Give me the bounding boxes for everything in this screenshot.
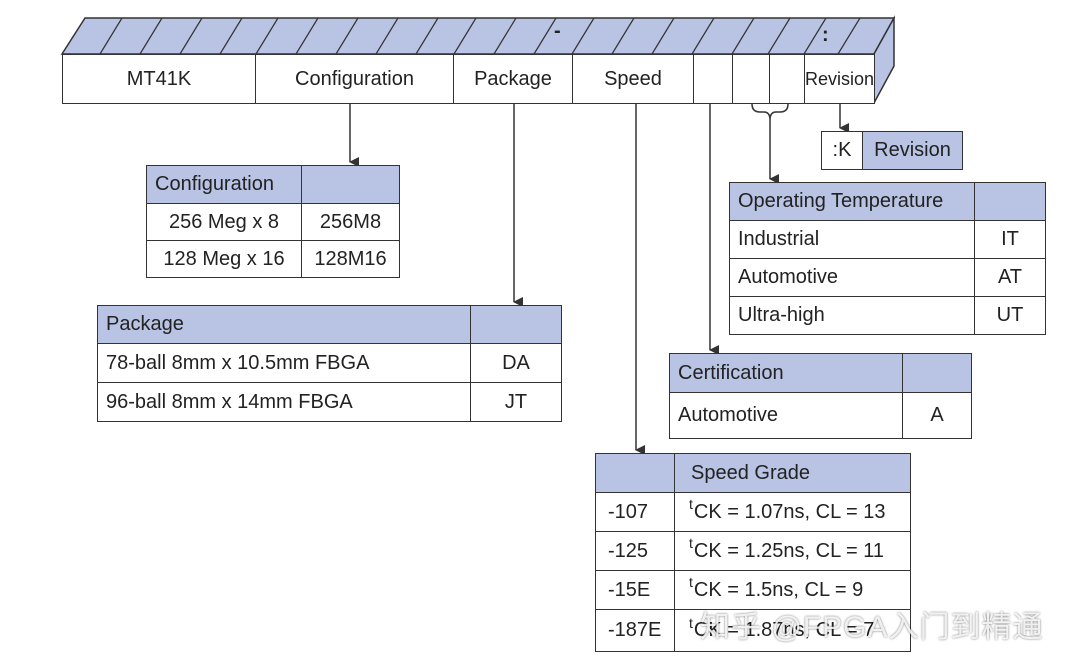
speed-row-t: t — [689, 535, 693, 551]
brace-icon — [751, 103, 789, 121]
package-row-desc: 78-ball 8mm x 10.5mm FBGA — [97, 343, 471, 383]
speed-row-spec-text: CK = 1.5ns, CL = 9 — [693, 578, 864, 601]
temperature-row-code: AT — [974, 258, 1046, 297]
speed-row-code: -107 — [595, 492, 675, 532]
part-dash: - — [554, 20, 561, 42]
part-bar-top — [60, 17, 896, 55]
watermark: 知乎 @FPGA入门到精通 — [700, 611, 1044, 644]
package-header-code — [470, 305, 562, 344]
temperature-header: Operating Temperature — [729, 182, 975, 221]
revision-code: :K — [821, 131, 863, 170]
speed-header-code — [595, 453, 675, 493]
speed-row-spec-text: CK = 1.07ns, CL = 13 — [693, 500, 886, 523]
part-colon: : — [822, 24, 829, 46]
configuration-header-code — [301, 165, 400, 204]
speed-row-spec-text: CK = 1.25ns, CL = 11 — [693, 539, 885, 562]
speed-row-code: -125 — [595, 531, 675, 571]
package-row-code: DA — [470, 343, 562, 383]
part-field-configuration: Configuration — [255, 54, 454, 104]
speed-row-t: t — [689, 496, 693, 512]
speed-row-code: -15E — [595, 570, 675, 610]
certification-row-code: A — [902, 392, 972, 439]
part-field-speed: Speed — [572, 54, 694, 104]
speed-row-spec-text: CK = 1.87ns, CL = 7 — [693, 619, 875, 641]
part-field-mt41k: MT41K — [62, 54, 256, 104]
part-bar-hatch — [99, 17, 861, 55]
part-field-temp-1 — [732, 54, 770, 104]
speed-row-t: t — [689, 574, 693, 590]
certification-row-desc: Automotive — [669, 392, 903, 439]
package-row-desc: 96-ball 8mm x 14mm FBGA — [97, 382, 471, 422]
configuration-row-desc: 128 Meg x 16 — [146, 240, 302, 278]
certification-header: Certification — [669, 353, 903, 393]
certification-header-code — [902, 353, 972, 393]
configuration-row-desc: 256 Meg x 8 — [146, 203, 302, 241]
package-header: Package — [97, 305, 471, 344]
temperature-row-desc: Industrial — [729, 220, 975, 259]
speed-header: Speed Grade — [674, 453, 911, 493]
part-field-revision: Revision — [804, 54, 875, 104]
part-field-package: Package — [453, 54, 573, 104]
package-row-code: JT — [470, 382, 562, 422]
revision-label: Revision — [862, 131, 963, 170]
speed-row-t: t — [689, 614, 693, 631]
temperature-header-code — [974, 182, 1046, 221]
part-field-certification — [693, 54, 733, 104]
speed-row-code: -187E — [595, 609, 675, 652]
temperature-row-code: IT — [974, 220, 1046, 259]
temperature-row-desc: Ultra-high — [729, 296, 975, 335]
temperature-row-code: UT — [974, 296, 1046, 335]
configuration-row-code: 256M8 — [301, 203, 400, 241]
configuration-header: Configuration — [146, 165, 302, 204]
configuration-row-code: 128M16 — [301, 240, 400, 278]
temperature-row-desc: Automotive — [729, 258, 975, 297]
part-field-temp-2 — [769, 54, 805, 104]
